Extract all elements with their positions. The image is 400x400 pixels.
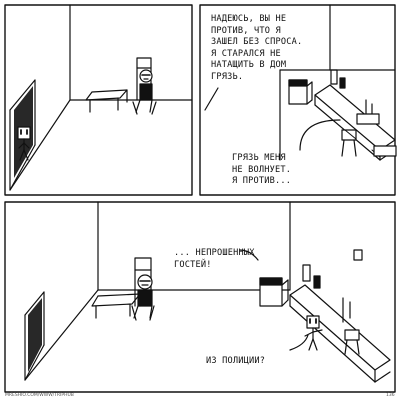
panel-1-room <box>9 4 193 191</box>
panel-2-bubble-tail-1 <box>204 87 219 111</box>
panel-2-dialogue-2: Грязь меня не волнует. Я против... <box>232 153 292 186</box>
panel-2-bubble-tail-2 <box>299 119 341 151</box>
panel-2-room <box>279 4 396 161</box>
footer-page-number: 136 <box>386 393 395 398</box>
panel-3-box-character <box>304 315 323 351</box>
panel-3-stove <box>259 277 289 307</box>
footer-credit: MRESHIO.COM/WWW/TRIPHUB <box>5 393 74 398</box>
panel-3-table <box>91 293 141 319</box>
panel-3-room <box>24 201 291 381</box>
panel-2-dialogue-1: Надеюсь, вы не против, что я зашел без с… <box>211 14 303 82</box>
panel-2-frame <box>199 4 396 196</box>
panel-3-dialogue-2: Из полиции? <box>206 356 266 366</box>
panel-3-bubble-tail-2 <box>289 334 309 351</box>
panel-1-box-character <box>17 126 31 161</box>
panel-1-table <box>85 89 128 113</box>
panel-3-frame <box>4 201 396 393</box>
panel-2-stove <box>288 79 313 105</box>
panel-1-man <box>135 69 153 113</box>
panel-2-sfx <box>356 113 397 157</box>
panel-3-man <box>133 274 153 319</box>
panel-3-dialogue-1: ... непрошенных гостей! <box>174 248 255 270</box>
panel-3-bubble-tail-1 <box>239 249 259 261</box>
panel-3-counter <box>289 249 391 383</box>
panel-3-stool <box>344 329 360 355</box>
